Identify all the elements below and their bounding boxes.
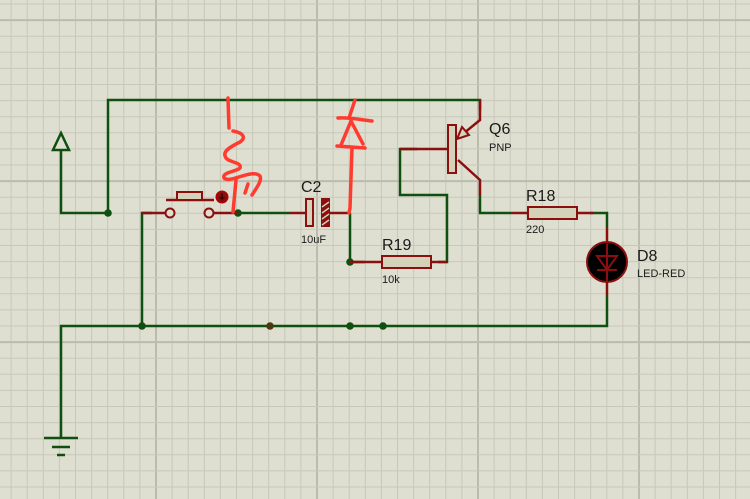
q6-value-label: PNP bbox=[489, 142, 512, 154]
junction-dot bbox=[346, 322, 354, 330]
c2-hatch bbox=[321, 201, 330, 226]
wire-cap-r19[interactable] bbox=[348, 213, 365, 264]
c2-value-label: 10uF bbox=[301, 234, 326, 246]
c2-ref-label: C2 bbox=[301, 179, 322, 196]
wire-led-ground[interactable] bbox=[59, 295, 609, 438]
switch-contact-left bbox=[164, 207, 176, 219]
r19-value-label: 10k bbox=[382, 274, 400, 286]
junction-dot bbox=[379, 322, 387, 330]
junction-dot bbox=[104, 209, 112, 217]
r18-value-label: 220 bbox=[526, 224, 544, 236]
q6-ref-label: Q6 bbox=[489, 121, 510, 138]
hand-drawn-diode-icon bbox=[335, 98, 374, 215]
wire-power[interactable] bbox=[59, 150, 108, 215]
r18-ref-label: R18 bbox=[526, 188, 555, 205]
switch-contact-right bbox=[203, 207, 215, 219]
q6-base-bar bbox=[447, 124, 457, 174]
r19-body bbox=[381, 255, 432, 269]
r19-ref-label: R19 bbox=[382, 237, 411, 254]
power-arrow-icon bbox=[51, 130, 71, 152]
resistor-r18[interactable]: R18 220 bbox=[512, 188, 593, 236]
resistor-r19[interactable]: R19 10k bbox=[350, 237, 447, 286]
d8-value-label: LED-RED bbox=[637, 268, 685, 280]
d8-ref-label: D8 bbox=[637, 248, 658, 265]
r18-body bbox=[527, 206, 578, 220]
wire-r18-led[interactable] bbox=[590, 211, 609, 228]
junctions bbox=[104, 209, 387, 330]
c2-plate-positive bbox=[305, 198, 314, 227]
switch-button-cap bbox=[176, 191, 203, 201]
junction-dot bbox=[138, 322, 146, 330]
transistor-q6[interactable]: Q6 PNP bbox=[400, 100, 512, 195]
hand-drawn-resistor-icon bbox=[222, 96, 263, 214]
wire-switch-left[interactable] bbox=[140, 211, 152, 326]
q6-collector bbox=[457, 159, 482, 195]
annotations bbox=[222, 96, 374, 215]
power-terminal[interactable] bbox=[51, 130, 71, 152]
capacitor-c2[interactable]: C2 10uF bbox=[290, 179, 350, 246]
push-button-switch[interactable] bbox=[142, 190, 238, 219]
wire-collector[interactable] bbox=[478, 195, 512, 215]
wires bbox=[59, 98, 609, 438]
ground-terminal[interactable] bbox=[44, 436, 78, 457]
led-d8[interactable]: D8 LED-RED bbox=[586, 228, 685, 295]
junction-dot bbox=[266, 322, 274, 330]
q6-emitter-arrow-icon bbox=[455, 125, 471, 141]
